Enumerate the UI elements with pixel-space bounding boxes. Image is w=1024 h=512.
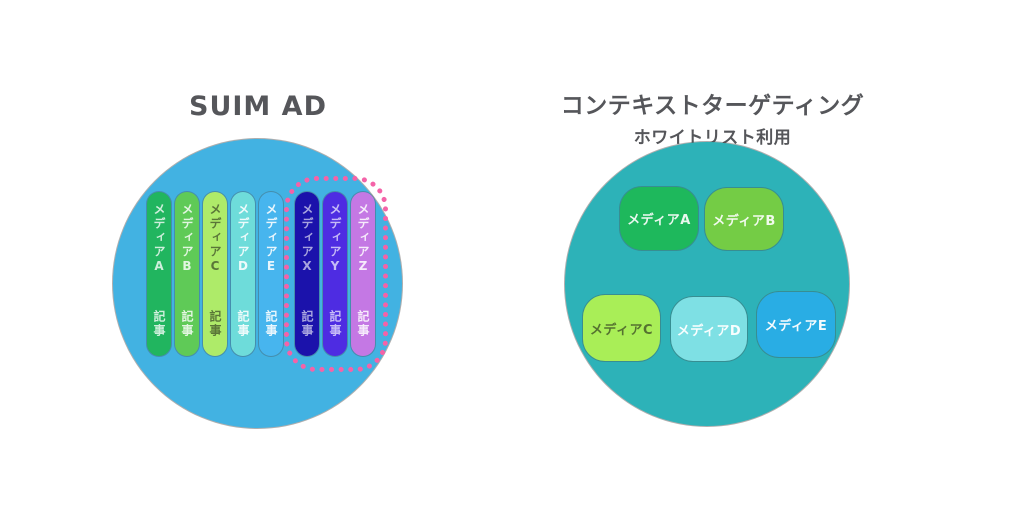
pill-media-label: メディアX — [300, 203, 314, 275]
contextual-targeting-circle — [565, 142, 849, 426]
media-pill-x: メディアX 記事 — [295, 192, 319, 356]
dotted-selection-outline — [284, 176, 388, 372]
media-box-d: メディアD — [671, 297, 747, 361]
media-box-c: メディアC — [583, 295, 660, 361]
pill-media-label: メディアA — [152, 203, 166, 275]
pill-article-label: 記事 — [300, 310, 314, 338]
pill-article-label: 記事 — [152, 310, 166, 338]
pill-media-label: メディアY — [328, 203, 342, 275]
whitelist-subtitle: ホワイトリスト利用 — [633, 128, 792, 148]
media-pill-z: メディアZ 記事 — [351, 192, 375, 356]
media-box-b: メディアB — [705, 188, 783, 250]
media-box-label: メディアA — [627, 213, 691, 228]
media-pill-b: メディアB 記事 — [175, 192, 199, 356]
media-box-label: メディアC — [589, 322, 654, 338]
media-box-a: メディアA — [620, 187, 698, 250]
contextual-targeting-title: コンテキストターゲティング — [560, 93, 865, 119]
pill-media-label: メディアB — [180, 203, 194, 275]
whitelist-highlight-border — [284, 176, 388, 372]
media-box-label: メディアE — [764, 319, 828, 334]
media-pill-group: メディアA 記事 メディアB 記事 メディアC 記事 メディアD 記事 メディア… — [147, 192, 375, 356]
suim-ad-title: SUIM AD — [189, 91, 327, 122]
media-pill-e: メディアE 記事 — [259, 192, 283, 356]
pill-article-label: 記事 — [236, 310, 250, 338]
media-box-label: メディアB — [712, 213, 776, 229]
pill-media-label: メディアZ — [356, 203, 370, 275]
pill-article-label: 記事 — [208, 310, 222, 338]
pill-article-label: 記事 — [328, 310, 342, 338]
media-box-label: メディアD — [676, 323, 742, 339]
media-pill-a: メディアA 記事 — [147, 192, 171, 356]
media-pill-y: メディアY 記事 — [323, 192, 347, 356]
pill-media-label: メディアC — [208, 203, 222, 275]
pill-media-label: メディアE — [264, 203, 278, 275]
pill-article-label: 記事 — [356, 310, 370, 338]
pill-media-label: メディアD — [236, 203, 250, 275]
pill-article-label: 記事 — [180, 310, 194, 338]
media-box-e: メディアE — [757, 292, 835, 357]
pill-article-label: 記事 — [264, 310, 278, 338]
media-pill-d: メディアD 記事 — [231, 192, 255, 356]
media-pill-c: メディアC 記事 — [203, 192, 227, 356]
